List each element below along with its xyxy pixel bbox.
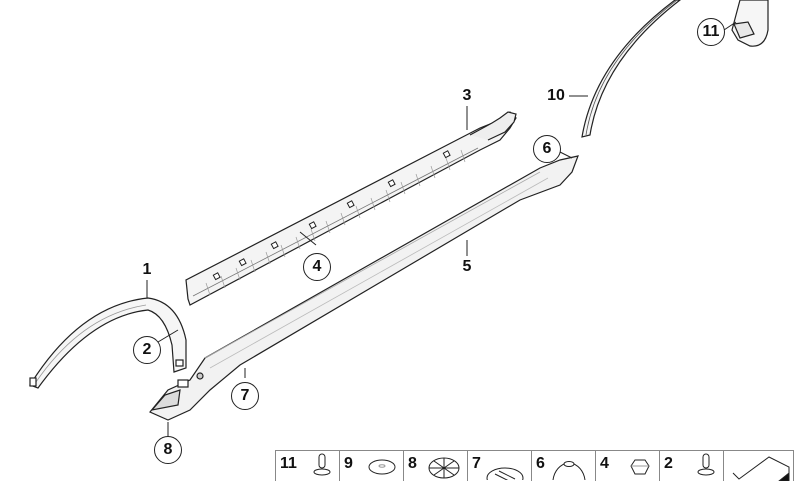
- legend-number: 11: [280, 455, 297, 472]
- callout-2: 2: [133, 336, 161, 364]
- part-5-side-sill-cover: [149, 155, 579, 421]
- legend-cell-4: 4: [596, 451, 660, 481]
- legend-cell-2: 2: [660, 451, 724, 481]
- part-1-front-wheel-arch-trim: [29, 297, 187, 389]
- legend-cell-6: 6: [532, 451, 596, 481]
- flat-washer-icon: [368, 459, 396, 475]
- callout-11: 11: [697, 18, 725, 46]
- spring-nut-clip-icon: [428, 457, 460, 479]
- legend-cell-8: 8: [404, 451, 468, 481]
- hex-nut-icon: [630, 459, 650, 475]
- legend-number: 4: [600, 455, 609, 472]
- legend-number: 2: [664, 455, 673, 472]
- legend-number: 9: [344, 455, 353, 472]
- legend-number: 6: [536, 455, 545, 472]
- part-10-rear-wheel-arch-trim: [581, 0, 681, 138]
- dome-clip-icon: [552, 461, 586, 480]
- push-pin-clip-icon: [313, 453, 331, 476]
- part-11-corner-trim: [731, 0, 769, 47]
- callout-1: 1: [142, 261, 152, 278]
- callout-10: 10: [547, 87, 565, 104]
- legend-cell-9: 9: [340, 451, 404, 481]
- leader-lines: [146, 21, 737, 437]
- callout-3: 3: [462, 87, 472, 104]
- slotted-clip-icon: [486, 467, 524, 480]
- fastener-legend: 11 9 8 7 6 4 2: [275, 450, 794, 481]
- callout-8: 8: [154, 436, 182, 464]
- legend-cell-symbol: [724, 451, 794, 481]
- callout-5: 5: [462, 258, 472, 275]
- push-pin-clip-icon: [697, 453, 715, 476]
- legend-cell-7: 7: [468, 451, 532, 481]
- callout-7: 7: [231, 382, 259, 410]
- legend-cell-11: 11: [276, 451, 340, 481]
- callout-6: 6: [533, 135, 561, 163]
- panel-section-symbol-icon: [732, 456, 790, 481]
- part-3-mounting-rail: [185, 111, 517, 306]
- callout-4: 4: [303, 253, 331, 281]
- legend-number: 7: [472, 455, 481, 472]
- legend-number: 8: [408, 455, 417, 472]
